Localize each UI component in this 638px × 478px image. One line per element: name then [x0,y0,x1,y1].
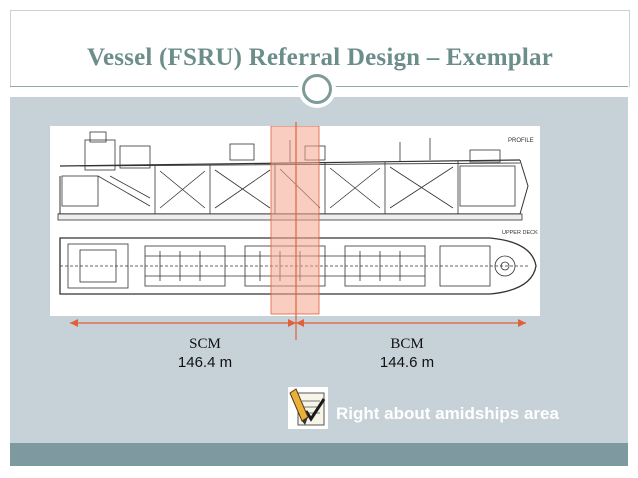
footer-band [10,443,628,466]
deck-plan-view [59,237,537,295]
bow-distance-value: 144.6 m [379,354,435,371]
stern-distance-label: SCM [189,336,221,352]
checklist-pencil-icon [288,387,328,429]
amidships-highlight [270,126,320,315]
amidships-note: Right about amidships area [336,404,559,423]
divider-ornament [302,74,332,104]
vessel-drawing: PROFILE UPPER DECK [50,126,540,316]
deck-tag: UPPER DECK [502,230,538,236]
slide-title: Vessel (FSRU) Referral Design – Exemplar [86,44,554,71]
profile-tag: PROFILE [508,138,534,144]
stern-distance-value: 146.4 m [177,354,233,371]
bow-distance-label: BCM [390,336,424,352]
